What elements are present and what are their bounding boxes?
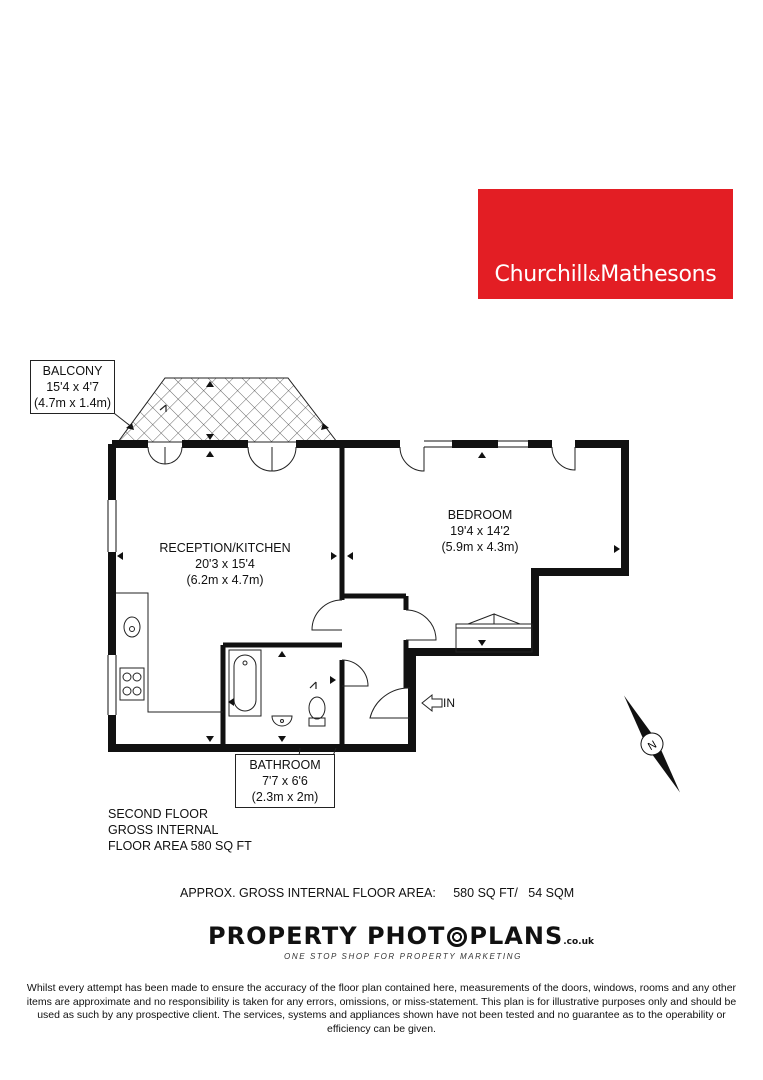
disclaimer: Whilst every attempt has been made to en… bbox=[26, 982, 737, 1035]
floor-info-line3: FLOOR AREA 580 SQ FT bbox=[108, 839, 252, 853]
bathroom-fixtures bbox=[228, 649, 326, 727]
entrance-label: IN bbox=[443, 696, 455, 710]
plan-company-logo: PROPERTY PHOT PLANS.co.uk bbox=[208, 922, 594, 950]
interior-walls bbox=[220, 444, 409, 748]
plan-company-suffix: .co.uk bbox=[563, 937, 594, 947]
bathroom-label: BATHROOM 7'7 x 6'6 (2.3m x 2m) bbox=[235, 754, 335, 808]
balcony-dims-imperial: 15'4 x 4'7 bbox=[46, 380, 99, 394]
bathroom-dims-metric: (2.3m x 2m) bbox=[251, 790, 319, 804]
agent-logo-text: Churchill&Mathesons bbox=[494, 262, 717, 287]
balcony-name: BALCONY bbox=[42, 364, 103, 378]
bedroom-dims-metric: (5.9m x 4.3m) bbox=[441, 540, 519, 554]
agent-logo: Churchill&Mathesons bbox=[478, 189, 733, 299]
area-summary: APPROX. GROSS INTERNAL FLOOR AREA: 580 S… bbox=[180, 886, 574, 900]
compass-icon bbox=[624, 695, 680, 793]
reception-dims-imperial: 20'3 x 15'4 bbox=[195, 557, 255, 571]
camera-shutter-icon bbox=[447, 927, 468, 947]
plan-company-name-1: PROPERTY PHOT bbox=[208, 922, 446, 950]
floor-info: SECOND FLOOR GROSS INTERNAL FLOOR AREA 5… bbox=[108, 806, 252, 854]
area-summary-sqm: 54 SQM bbox=[528, 886, 575, 900]
plan-company-tagline: ONE STOP SHOP FOR PROPERTY MARKETING bbox=[284, 952, 522, 961]
reception-label: RECEPTION/KITCHEN 20'3 x 15'4 (6.2m x 4.… bbox=[150, 540, 300, 588]
entrance-arrow-icon bbox=[421, 693, 443, 713]
bedroom-label: BEDROOM 19'4 x 14'2 (5.9m x 4.3m) bbox=[420, 507, 540, 555]
reception-dims-metric: (6.2m x 4.7m) bbox=[186, 573, 264, 587]
kitchen-counter bbox=[116, 592, 223, 713]
area-summary-sqft: 580 SQ FT/ bbox=[453, 886, 518, 900]
reception-name: RECEPTION/KITCHEN bbox=[159, 541, 291, 555]
bedroom-dims-imperial: 19'4 x 14'2 bbox=[450, 524, 510, 538]
balcony-label: BALCONY 15'4 x 4'7 (4.7m x 1.4m) bbox=[30, 360, 116, 414]
exterior-walls bbox=[108, 440, 629, 752]
dimension-arrows bbox=[117, 381, 620, 742]
wardrobe bbox=[455, 613, 533, 653]
balcony-doors bbox=[147, 446, 576, 472]
bathroom-dims-imperial: 7'7 x 6'6 bbox=[262, 774, 308, 788]
bedroom-name: BEDROOM bbox=[447, 508, 513, 522]
area-summary-label: APPROX. GROSS INTERNAL FLOOR AREA: bbox=[180, 886, 436, 900]
balcony-area bbox=[117, 377, 339, 443]
plan-company-name-2: PLANS bbox=[469, 922, 564, 950]
floor-info-line2: GROSS INTERNAL bbox=[108, 823, 219, 837]
bathroom-name: BATHROOM bbox=[249, 758, 321, 772]
floor-info-line1: SECOND FLOOR bbox=[108, 807, 209, 821]
balcony-dims-metric: (4.7m x 1.4m) bbox=[34, 396, 112, 410]
